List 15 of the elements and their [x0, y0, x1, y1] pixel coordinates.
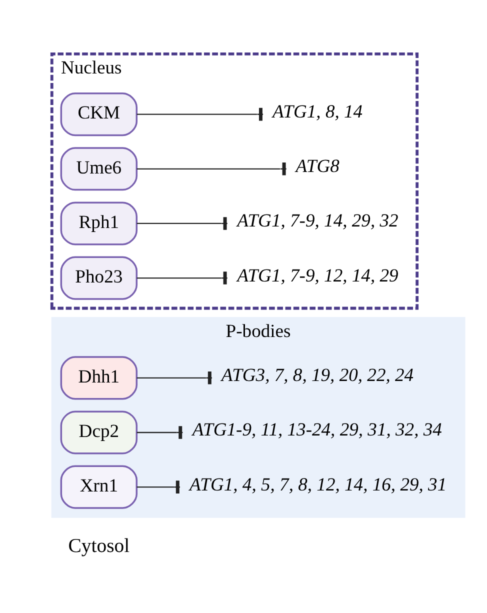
node-box: Pho23	[60, 256, 138, 300]
node-text: ATG8	[296, 156, 340, 178]
node-box: CKM	[60, 92, 138, 136]
label: Cytosol	[68, 535, 130, 558]
node-box: Rph1	[60, 202, 138, 246]
node-box: Xrn1	[60, 465, 138, 509]
node-text: ATG1, 8, 14	[272, 102, 363, 123]
node-box: Dhh1	[60, 356, 138, 400]
node-box: Ume6	[60, 147, 138, 191]
node-text: ATG1, 7-9, 14, 29, 32	[237, 210, 398, 232]
node-text: ATG1-9, 11, 13-24, 29, 31, 32, 34	[192, 420, 442, 441]
node-text: ATG3, 7, 8, 19, 20, 22, 24	[221, 365, 414, 386]
node-text: ATG1, 4, 5, 7, 8, 12, 14, 16, 29, 31	[189, 474, 447, 496]
node-box: Dcp2	[60, 410, 138, 454]
node-text: ATG1, 7-9, 12, 14, 29	[237, 265, 398, 286]
